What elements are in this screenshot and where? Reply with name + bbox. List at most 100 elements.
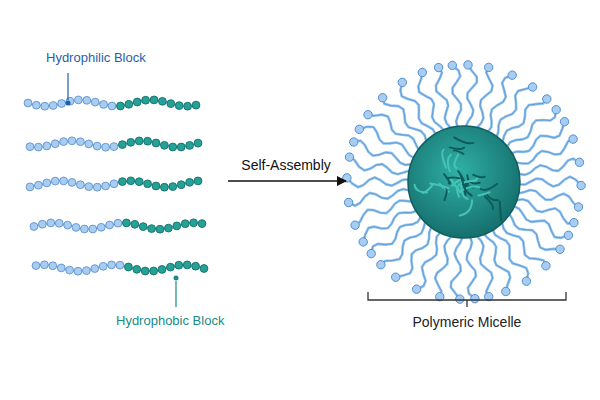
hydrophilic-bead: [49, 102, 57, 110]
corona-end-bead: [355, 125, 363, 133]
hydrophilic-bead: [43, 179, 51, 187]
bracket: [368, 292, 566, 307]
hydrophobic-bead: [173, 222, 181, 230]
corona-chain-line: [417, 228, 446, 289]
hydrophobic-bead: [133, 98, 141, 106]
hydrophilic-bead: [68, 179, 76, 187]
corona-chain-line: [436, 68, 454, 133]
corona-chain: [436, 68, 454, 133]
corona-end-bead: [552, 106, 560, 114]
hydrophobic-bead: [190, 219, 198, 227]
hydrophobic-bead: [177, 143, 185, 151]
corona-chain: [371, 211, 423, 253]
corona-chain-line: [474, 67, 493, 133]
core-chain: [481, 184, 498, 190]
hydrophilic-bead: [116, 261, 124, 269]
corona-chain: [452, 65, 461, 132]
core-chain: [460, 186, 480, 191]
corona-chain-line: [474, 231, 493, 297]
corona-end-bead: [543, 95, 551, 103]
hydrophilic-bead: [26, 183, 34, 191]
core-chain: [461, 175, 466, 190]
process-arrow: [228, 180, 346, 182]
corona-end-bead: [367, 249, 375, 257]
hydrophobic-bead: [167, 263, 175, 271]
hydrophilic-bead: [89, 225, 97, 233]
corona-chain-line: [505, 211, 560, 250]
corona-chain: [417, 228, 446, 289]
corona-end-bead: [448, 61, 456, 69]
hydrophobic-bead: [161, 183, 169, 191]
hydrophilic-bead: [110, 143, 118, 151]
hydrophilic-bead: [85, 183, 93, 191]
corona-chain: [505, 211, 560, 250]
corona-chain-line: [508, 206, 569, 238]
hydrophobic-bead: [161, 141, 169, 149]
hydrophobic-bead: [124, 263, 132, 271]
hydrophilic-bead: [81, 225, 89, 233]
core-chain: [448, 155, 451, 172]
corona-chain-line: [452, 65, 461, 132]
corona-chain-line: [355, 201, 417, 226]
hydrophobic-bead: [148, 225, 156, 233]
corona-end-bead: [564, 231, 572, 239]
corona-chain-line: [504, 110, 556, 153]
hydrophobic-bead: [192, 101, 200, 109]
corona-chain: [451, 232, 462, 299]
corona-chain: [368, 115, 423, 153]
hydrophobic-bead: [127, 177, 135, 185]
core-chain: [454, 150, 464, 153]
hydrophobic-bead: [184, 102, 192, 110]
hydrophobic-bead: [142, 96, 150, 104]
core-chain: [500, 202, 501, 221]
core-chain: [454, 155, 458, 169]
corona-end-bead: [508, 71, 516, 79]
hydrophobic-bead: [152, 182, 160, 190]
hydrophobic-bead: [198, 220, 206, 228]
hydrophobic-bead: [165, 224, 173, 232]
hydrophobic-bead: [169, 143, 177, 151]
hydrophilic-bead: [108, 261, 116, 269]
hydrophilic-bead: [114, 219, 122, 227]
corona-end-bead: [570, 219, 578, 227]
structure-label: Polymeric Micelle: [413, 314, 522, 331]
hydrophilic-bead: [39, 220, 47, 228]
hydrophilic-bead: [77, 181, 85, 189]
leader-dot: [174, 276, 179, 281]
core-chain: [452, 179, 461, 185]
hydrophobic-bead: [150, 267, 158, 275]
corona-chain-line: [510, 139, 573, 163]
corona-chain-line: [513, 159, 580, 175]
corona-chain-line: [493, 87, 533, 141]
leader-line: [67, 73, 68, 100]
hydrophilic-bead: [91, 265, 99, 273]
hydrophilic-bead: [91, 98, 99, 106]
hydrophilic-bead: [35, 181, 43, 189]
corona-chain: [347, 178, 414, 188]
hydrophobic-bead: [133, 265, 141, 273]
hydrophobic-bead: [169, 183, 177, 191]
corona-chain-line: [371, 211, 423, 253]
corona-chain: [510, 139, 573, 163]
hydrophobic-bead: [158, 266, 166, 274]
hydrophobic-bead: [123, 219, 131, 227]
core-chain: [473, 175, 484, 177]
hydrophilic-bead: [97, 223, 105, 231]
hydrophilic-bead: [57, 264, 65, 272]
corona-end-bead: [574, 203, 582, 211]
corona-chain: [483, 228, 511, 291]
corona-chain: [466, 65, 477, 132]
corona-end-bead: [345, 153, 353, 161]
hydrophobic-core: [408, 126, 520, 238]
hydrophilic-bead: [51, 140, 59, 148]
corona-end-bead: [434, 63, 442, 71]
core-chain: [442, 150, 446, 168]
hydrophobic-bead: [150, 96, 158, 104]
hydrophilic-bead: [49, 262, 57, 270]
corona-chain: [508, 206, 569, 238]
leader-line: [175, 281, 176, 307]
hydrophilic-bead: [72, 224, 80, 232]
hydrophobic-bead: [141, 267, 149, 275]
hydrophobic-bead: [135, 137, 143, 145]
